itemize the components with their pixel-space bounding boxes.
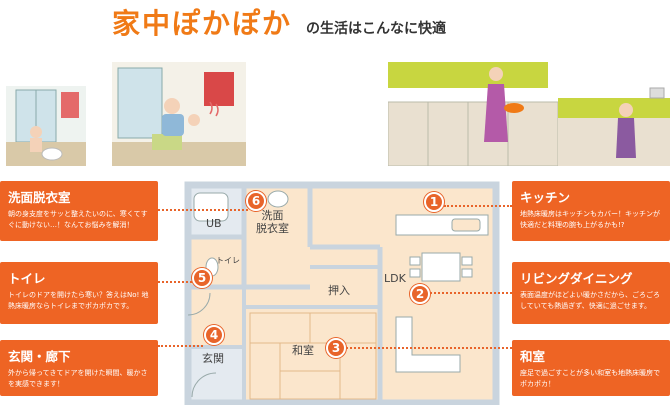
marker-5[interactable]: 5 (192, 268, 212, 288)
title-main: 家中ぽかぽか (112, 7, 293, 40)
marker-2[interactable]: 2 (410, 284, 430, 304)
card-living-title: リビングダイニング (520, 271, 633, 286)
title-subtitle: の生活はこんなに快適 (306, 21, 447, 37)
card-kitchen: キッチン 地熱床暖房はキッチンもカバー！キッチンが快適だと料理の腕も上がるかも!… (512, 181, 670, 241)
card-entrance-body: 外から帰ってきてドアを開けた瞬間、暖かさを実感できます！ (8, 369, 148, 388)
card-living: リビングダイニング 表面温度がほどよい暖かさだから、ごろごろしていても熱過ぎず、… (512, 262, 670, 324)
leader-line-4 (158, 345, 203, 347)
card-toilet: トイレ トイレのドアを開けたら寒い？答えはNo! 地熱床暖房ならトイレまでポカポ… (0, 262, 158, 324)
leader-line-3 (346, 347, 512, 349)
floor-plan-drawing (184, 181, 500, 405)
card-japanese-title: 和室 (520, 349, 546, 364)
card-toilet-body: トイレのドアを開けたら寒い？答えはNo! 地熱床暖房ならトイレまでポカポカです。 (8, 291, 149, 310)
room-label-ldk: LDK (384, 272, 406, 285)
room-label-closet: 押入 (328, 284, 350, 297)
scene-bathroom-child (6, 86, 86, 166)
card-kitchen-body: 地熱床暖房はキッチンもカバー！キッチンが快適だと料理の腕も上がるかも!? (520, 210, 660, 229)
marker-4[interactable]: 4 (204, 325, 224, 345)
leader-line-1 (444, 205, 512, 207)
card-toilet-title: トイレ (8, 271, 46, 286)
marker-1[interactable]: 1 (424, 192, 444, 212)
card-washroom: 洗面脱衣室 朝の身支度をサッと整えたいのに、寒くてすぐに動けない…！なんてお悩み… (0, 181, 158, 241)
scene-kitchen (388, 52, 670, 166)
marker-6[interactable]: 6 (246, 191, 266, 211)
card-japanese-body: 座足で過ごすことが多い和室も地熱床暖房でポカポカ！ (520, 369, 661, 388)
leader-line-2 (430, 292, 512, 294)
marker-3[interactable]: 3 (326, 338, 346, 358)
card-kitchen-title: キッチン (520, 190, 571, 205)
leader-line-5 (158, 281, 192, 283)
room-label-ub: UB (206, 217, 222, 230)
card-washroom-title: 洗面脱衣室 (8, 190, 71, 205)
card-living-body: 表面温度がほどよい暖かさだから、ごろごろしていても熱過ぎず、快適に過ごせます。 (520, 291, 660, 310)
scene-bathroom-parent (112, 62, 246, 166)
room-label-toilet: トイレ (216, 256, 240, 265)
card-entrance-title: 玄関・廊下 (8, 349, 71, 364)
room-label-washitsu: 和室 (292, 344, 314, 357)
leader-line-6 (158, 209, 248, 211)
card-washroom-body: 朝の身支度をサッと整えたいのに、寒くてすぐに動けない…！なんてお悩みを解消！ (8, 210, 148, 229)
floor-plan: UB 洗面 脱衣室 トイレ 玄関 押入 和室 LDK (160, 167, 505, 405)
card-entrance: 玄関・廊下 外から帰ってきてドアを開けた瞬間、暖かさを実感できます！ (0, 340, 158, 396)
room-label-entrance: 玄関 (202, 352, 224, 365)
room-label-washroom: 洗面 脱衣室 (256, 209, 289, 236)
card-japanese: 和室 座足で過ごすことが多い和室も地熱床暖房でポカポカ！ (512, 340, 670, 396)
page-title: 家中ぽかぽか の生活はこんなに快適 (112, 2, 446, 42)
